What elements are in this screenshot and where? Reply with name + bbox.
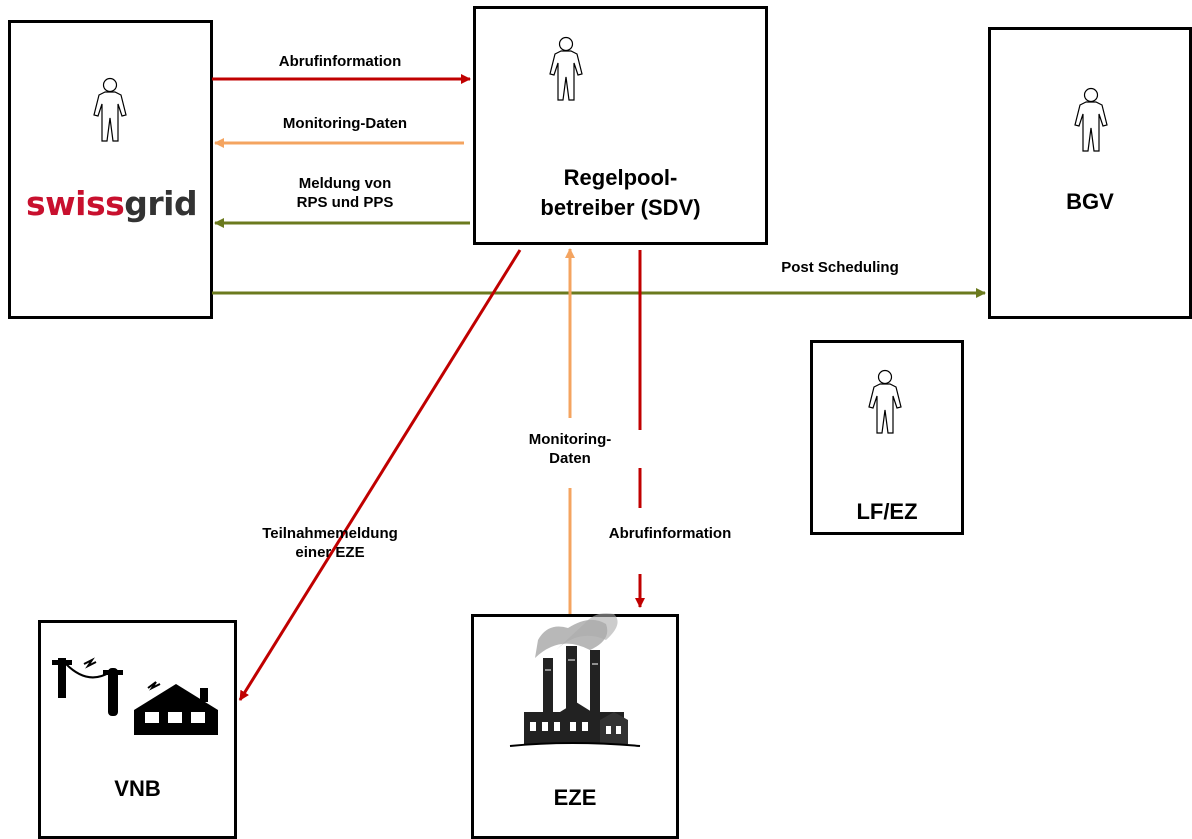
flow-label-meldung: Meldung von RPS und PPS (296, 175, 394, 211)
swissgrid-logo: swissgrid (26, 184, 198, 223)
factory-smokestacks-icon (509, 613, 641, 747)
flow-label-abruf-top: Abrufinformation (278, 53, 402, 70)
flow-label-teilnahme: Teilnahmemeldung einer EZE (262, 525, 398, 561)
swissgrid-person-icon (93, 77, 127, 142)
bgv-person-icon (1074, 87, 1108, 152)
flow-label-monitoring-top: Monitoring-Daten (282, 115, 408, 132)
bgv-box (988, 27, 1192, 319)
sdv-label: Regelpool- betreiber (SDV) (540, 165, 701, 220)
swissgrid-logo-part2: grid (124, 184, 198, 223)
sdv-box (473, 6, 768, 245)
lfez-person-icon (868, 369, 902, 434)
flow-label-post-scheduling: Post Scheduling (781, 259, 899, 276)
lfez-label: LF/EZ (856, 499, 918, 524)
bgv-label: BGV (1066, 189, 1114, 214)
lfez-box (810, 340, 964, 535)
swissgrid-logo-part1: swiss (26, 184, 125, 223)
flow-label-monitoring-mid: Monitoring- Daten (490, 430, 650, 468)
sdv-person-icon (549, 36, 583, 101)
arrow-teilnahme (238, 249, 522, 701)
eze-label: EZE (553, 785, 597, 810)
flow-label-abruf-mid: Abrufinformation (580, 524, 760, 543)
power-line-house-icon (52, 657, 218, 735)
swissgrid-box (8, 20, 213, 319)
vnb-label: VNB (114, 776, 161, 801)
